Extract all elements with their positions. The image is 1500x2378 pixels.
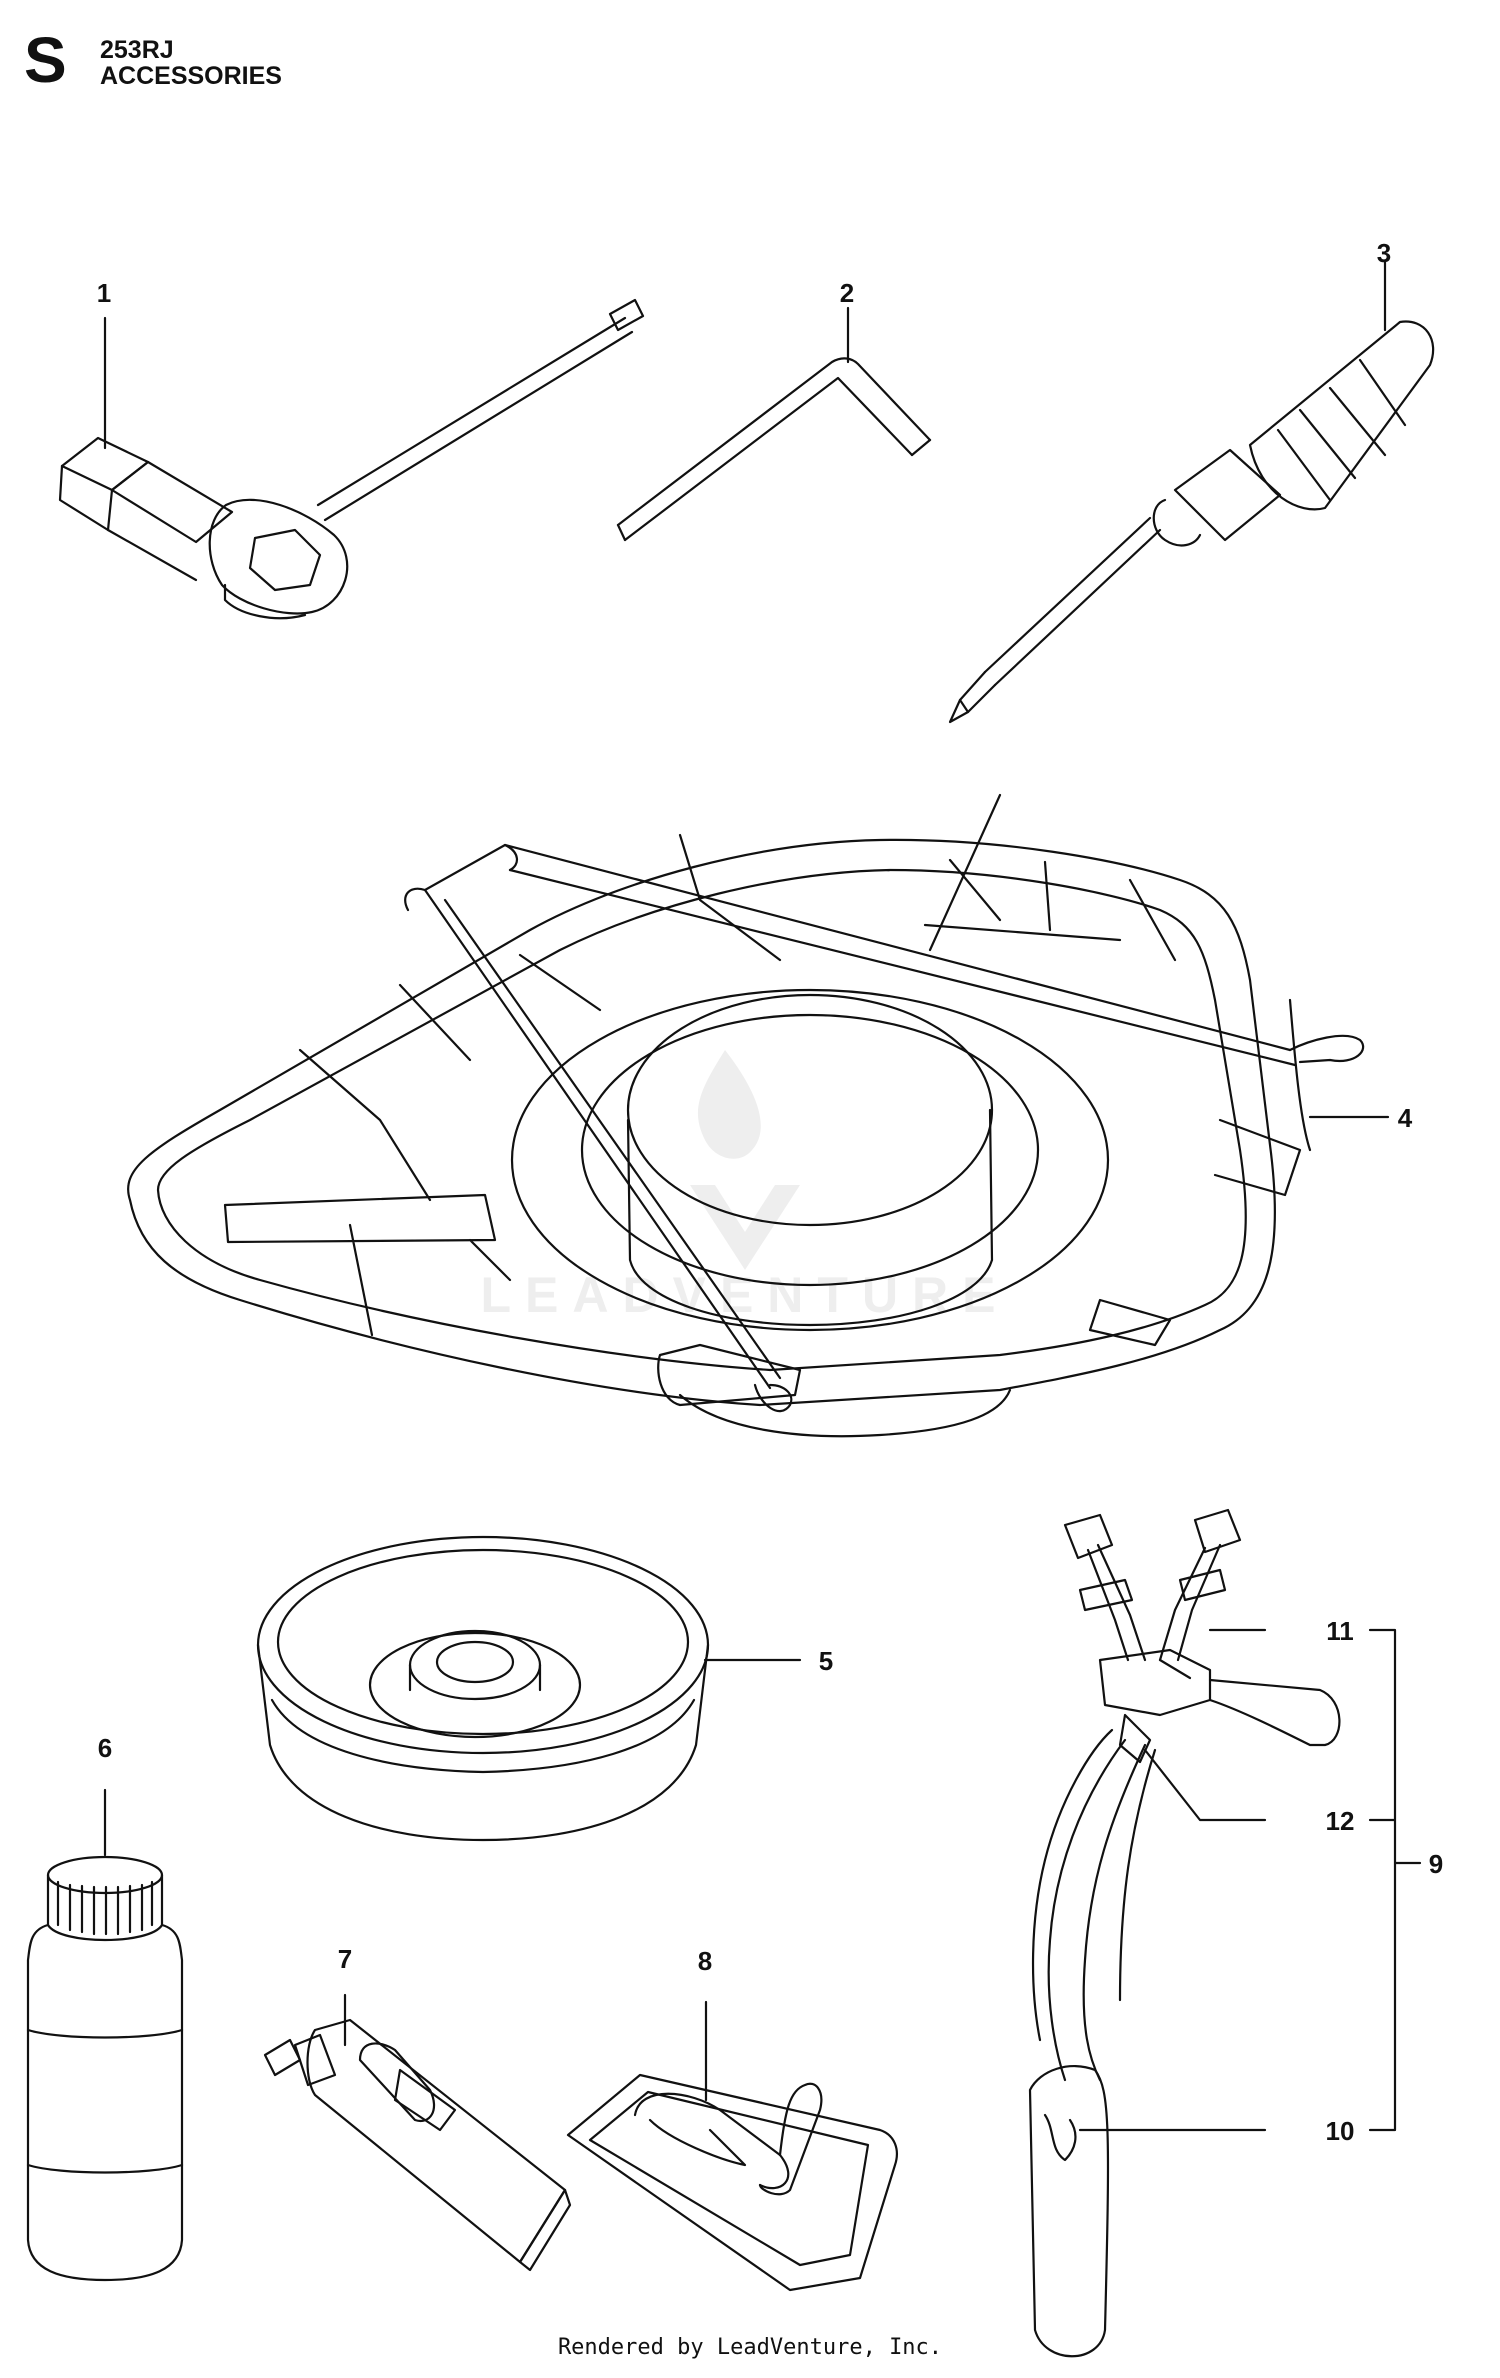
hex-key (616, 357, 932, 542)
callout-6: 6 (98, 1733, 112, 1763)
callout-8: 8 (698, 1946, 712, 1976)
strap-bag (566, 2073, 898, 2292)
leaders-harness (1078, 1628, 1267, 2132)
callout-1: 1 (97, 278, 111, 308)
callout-4: 4 (1398, 1103, 1413, 1133)
leaders-top (103, 260, 1387, 450)
spark-plug-wrench (58, 298, 645, 620)
callout-3: 3 (1377, 238, 1391, 268)
guard-cup (256, 1535, 710, 1842)
blade-guard (127, 793, 1365, 1438)
callout-5: 5 (819, 1646, 833, 1676)
callout-2: 2 (840, 278, 854, 308)
callout-10: 10 (1326, 2116, 1355, 2146)
callout-7: 7 (338, 1944, 352, 1974)
footer-credit: Rendered by LeadVenture, Inc. (557, 2335, 943, 2360)
oil-bottle (26, 1855, 184, 2282)
group-bracket (1368, 1628, 1422, 2132)
callout-11: 11 (1326, 1616, 1354, 1646)
callout-12: 12 (1326, 1806, 1355, 1836)
section-letter: S (24, 24, 67, 96)
grease-tube (263, 2018, 572, 2272)
shoulder-harness (1028, 1508, 1341, 2358)
callout-9: 9 (1429, 1849, 1443, 1879)
screwdriver (948, 320, 1435, 724)
model-number: 253RJ (100, 36, 174, 64)
watermark-logo: LEADVENTURE (480, 1050, 996, 1323)
page-title: ACCESSORIES (100, 62, 282, 90)
